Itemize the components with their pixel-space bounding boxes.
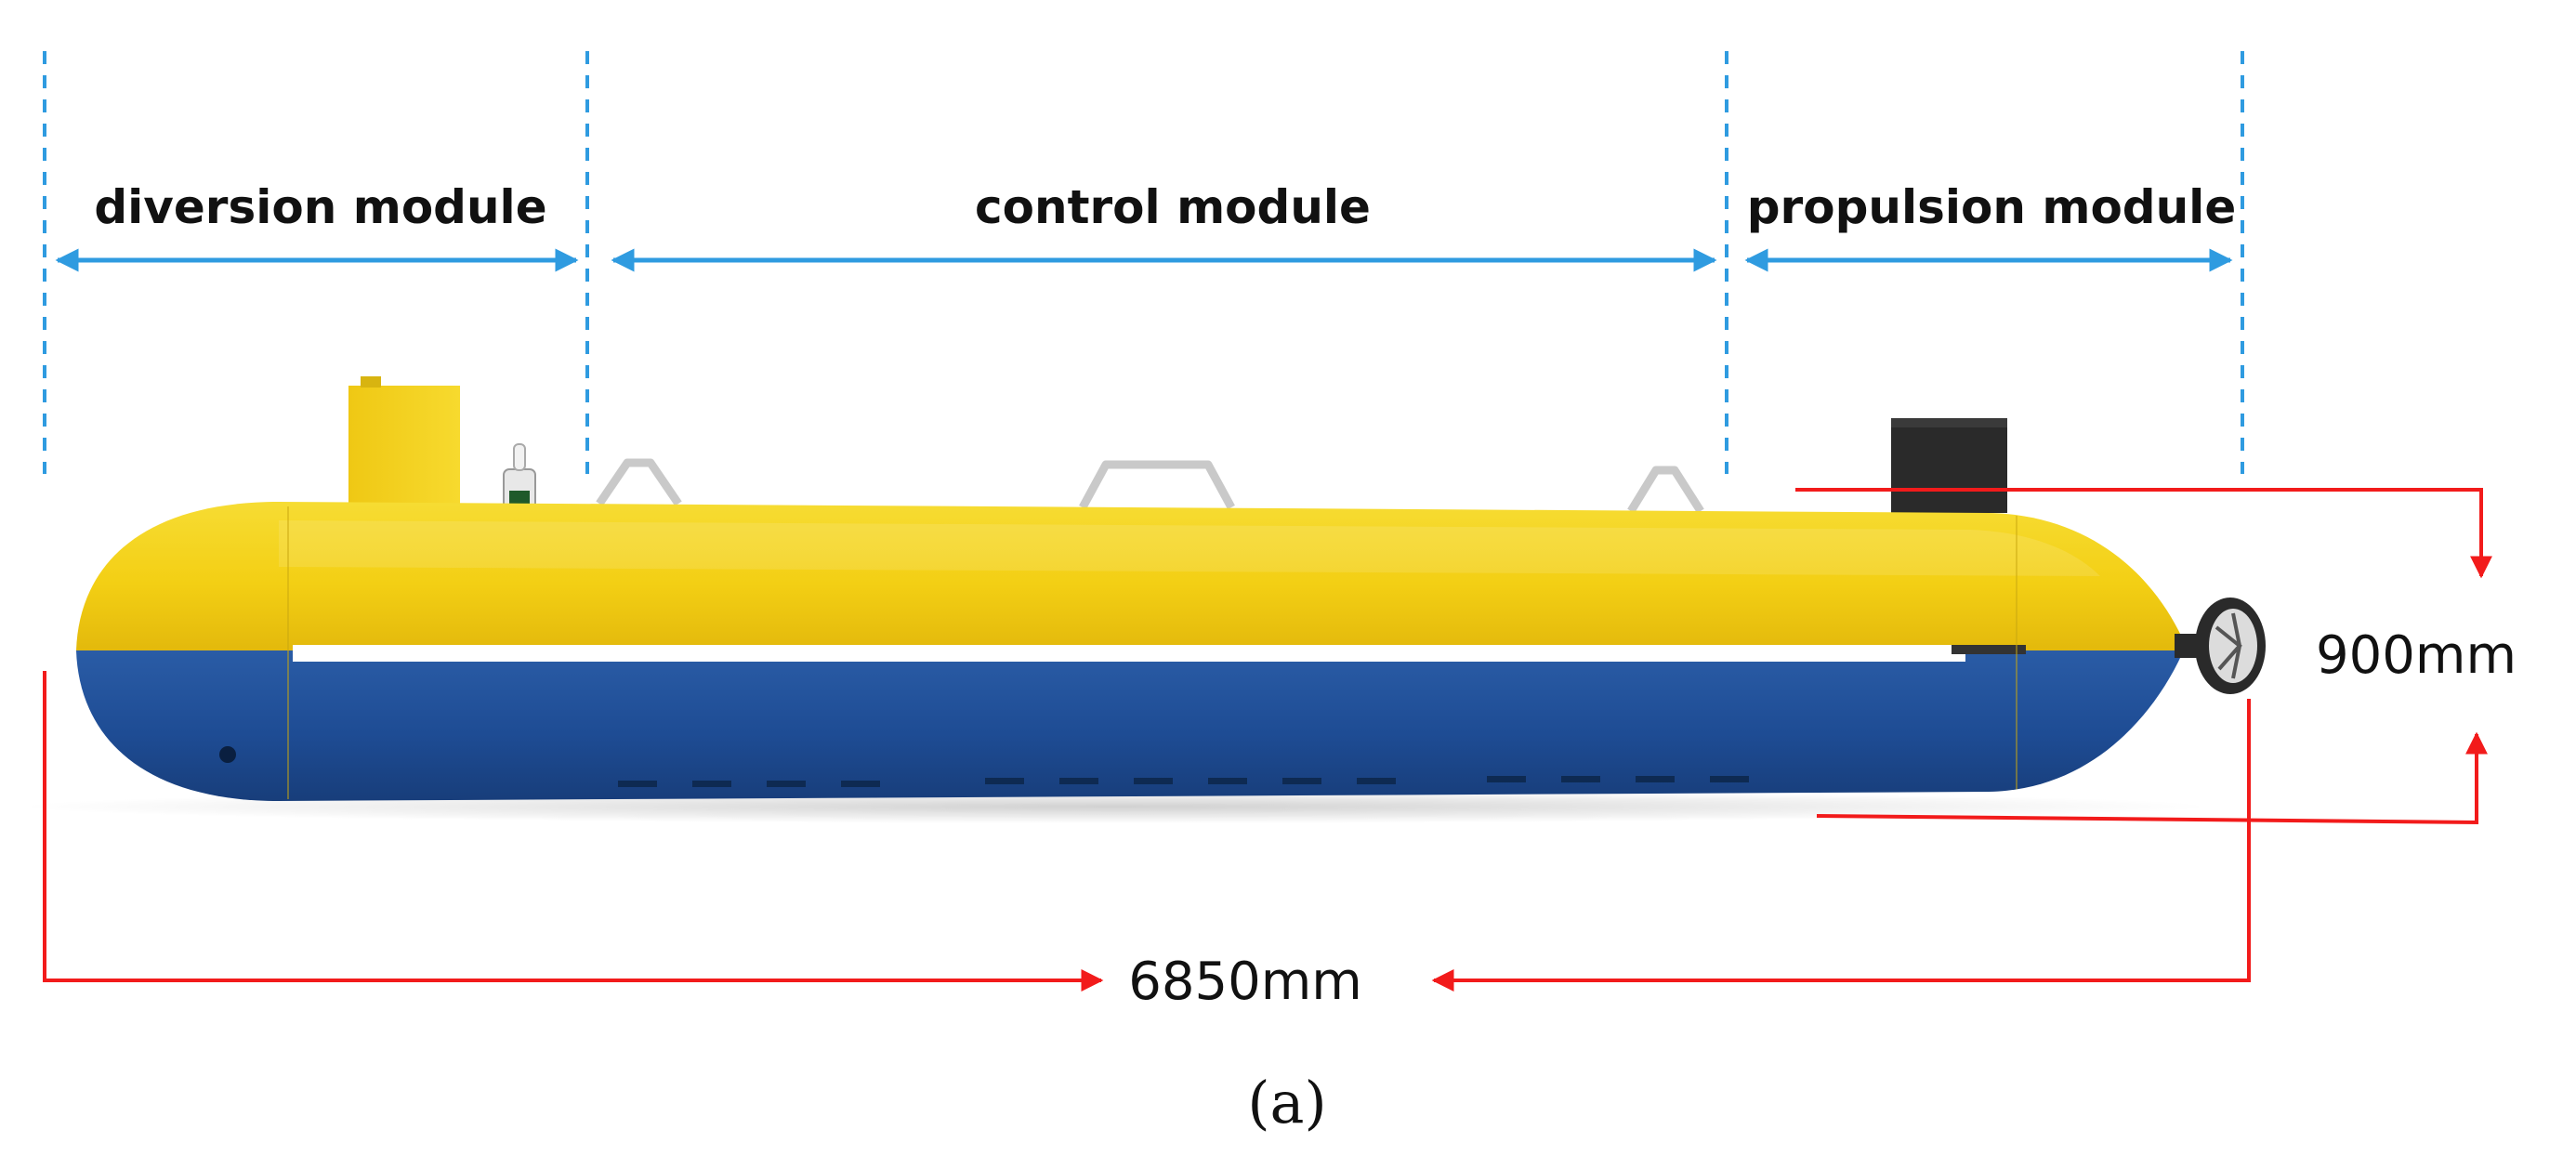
lifting-handles <box>596 458 1704 514</box>
hull-stripe <box>293 645 1965 662</box>
handle-front <box>596 458 682 506</box>
length-dimension <box>43 671 2251 992</box>
height-bottom-arrow <box>1816 731 2488 825</box>
control-module-label: control module <box>975 180 1371 234</box>
handle-middle <box>1079 460 1235 510</box>
handle-rear <box>1627 466 1704 514</box>
underwater-vehicle <box>19 376 2266 823</box>
nose-port <box>219 746 236 763</box>
length-right-arrow <box>1431 699 2251 992</box>
beacon-light <box>503 443 536 511</box>
conning-tower-cap <box>361 376 381 388</box>
hull-lower <box>76 650 2186 801</box>
hull-vents <box>618 776 1749 787</box>
propulsion-module-label: propulsion module <box>1747 180 2236 234</box>
length-dimension-label: 6850mm <box>1128 952 1362 1012</box>
thruster <box>2175 598 2266 694</box>
height-top-arrow <box>1795 488 2492 579</box>
diversion-module-label: diversion module <box>94 180 546 234</box>
hull-upper <box>76 502 2186 650</box>
height-dimension <box>1795 488 2492 825</box>
figure-caption: (a) <box>1247 1069 1326 1136</box>
conning-tower <box>348 386 460 511</box>
sensor-box <box>1891 418 2007 513</box>
length-left-arrow <box>43 671 1104 992</box>
height-dimension-label: 900mm <box>2316 625 2517 686</box>
